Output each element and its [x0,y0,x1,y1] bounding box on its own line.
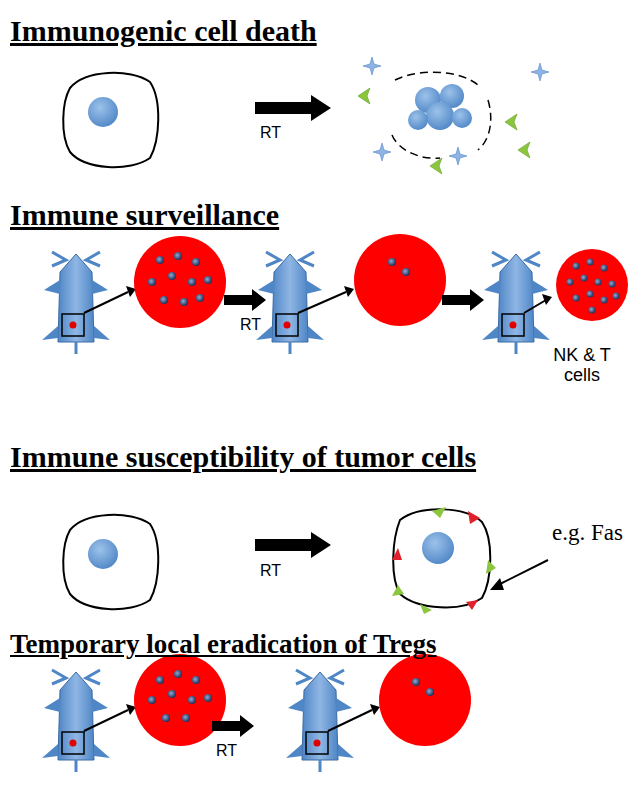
treatment-label: RT [240,316,261,334]
treatment-label: RT [216,742,237,760]
section-heading: Immunogenic cell death [10,14,317,47]
section-heading: Immune susceptibility of tumor cells [10,440,476,473]
section-heading: Temporary local eradication of Tregs [10,630,436,660]
callout-label: e.g. Fas [552,520,623,545]
treatment-label: RT [260,562,281,580]
treatment-label: RT [260,124,281,142]
cell-type-label: NK & T cells [540,346,624,386]
section-heading: Immune surveillance [10,198,279,231]
